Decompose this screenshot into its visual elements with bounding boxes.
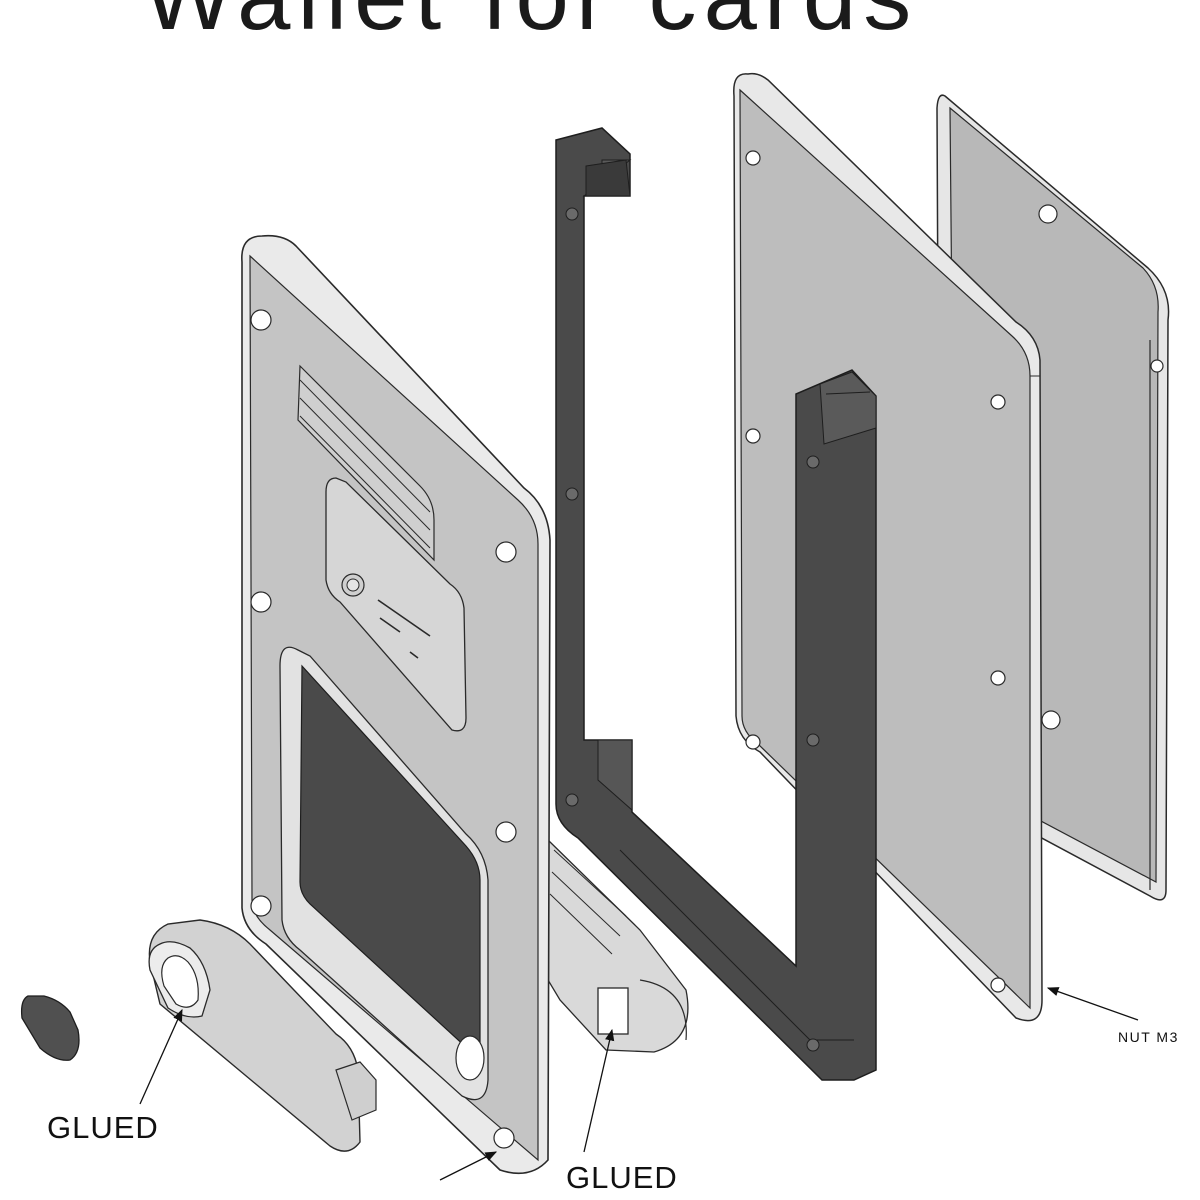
drawing-title: Wallet for cards	[143, 0, 918, 52]
bottom-front-leader	[439, 1151, 498, 1181]
nut-m3-label: NUT M3	[1118, 1029, 1179, 1045]
adhesive-pad	[20, 995, 80, 1061]
nut-leader	[1046, 987, 1139, 1021]
glued-bottom-leader	[583, 1028, 615, 1153]
slider-tab	[148, 919, 377, 1152]
glued-label-left: GLUED	[47, 1110, 159, 1145]
glued-left-leader	[139, 1008, 183, 1105]
glued-label-bottom: GLUED	[566, 1160, 678, 1195]
card-frame	[555, 127, 877, 1081]
front-plate	[241, 234, 551, 1175]
